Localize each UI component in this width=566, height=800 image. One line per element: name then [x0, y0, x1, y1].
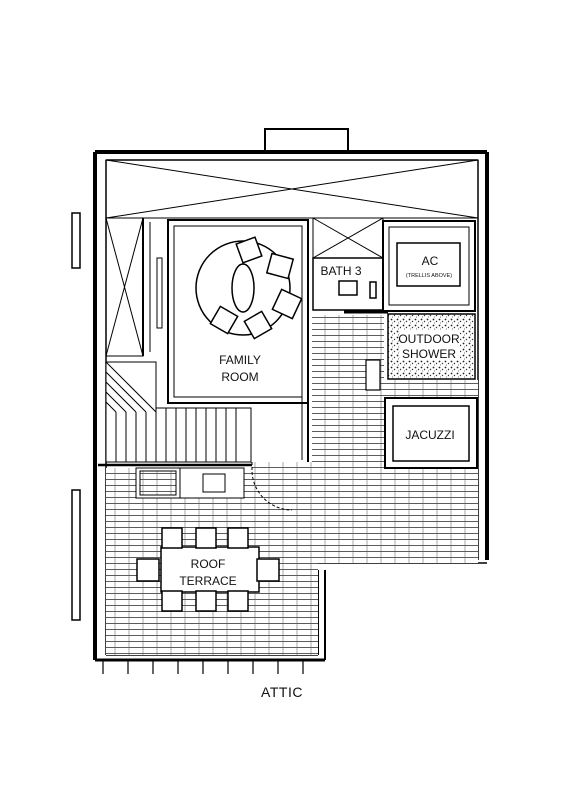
bath-3-label: BATH 3: [320, 264, 361, 278]
ac-note-label: (TRELLIS ABOVE): [406, 273, 452, 279]
shower-bench: [365, 359, 381, 391]
terrace-railing: [102, 660, 304, 674]
window-left-lower: [71, 489, 81, 621]
bath-3: [312, 257, 388, 314]
roof-terrace-label-line1: ROOF: [191, 557, 226, 571]
roof-void-left: [105, 217, 144, 357]
family-door-swing: [251, 462, 293, 511]
family-wardrobe: [156, 257, 163, 329]
jacuzzi: [384, 397, 478, 469]
window-left-upper: [71, 212, 81, 269]
chimney: [264, 128, 349, 154]
family-room-label-line1: FAMILY: [219, 353, 261, 367]
kitchenette: [135, 467, 245, 499]
outdoor-shower-label-line1: OUTDOOR: [398, 332, 460, 346]
roof-void-top: [105, 159, 479, 219]
family-room-label-line2: ROOM: [221, 370, 258, 384]
family-room: [142, 218, 309, 462]
jacuzzi-label: JACUZZI: [405, 428, 454, 442]
ac-label: AC: [422, 254, 439, 268]
outdoor-shower-label-line2: SHOWER: [402, 347, 456, 361]
family-round-table: [195, 236, 303, 340]
outdoor-shower: [387, 313, 476, 380]
dining-table: [136, 527, 280, 612]
roof-void-middle: [312, 217, 384, 259]
ac-room: [382, 220, 476, 312]
roof-terrace-label-line2: TERRACE: [179, 574, 236, 588]
staircase: [105, 361, 252, 463]
plan-title: ATTIC: [261, 684, 303, 700]
